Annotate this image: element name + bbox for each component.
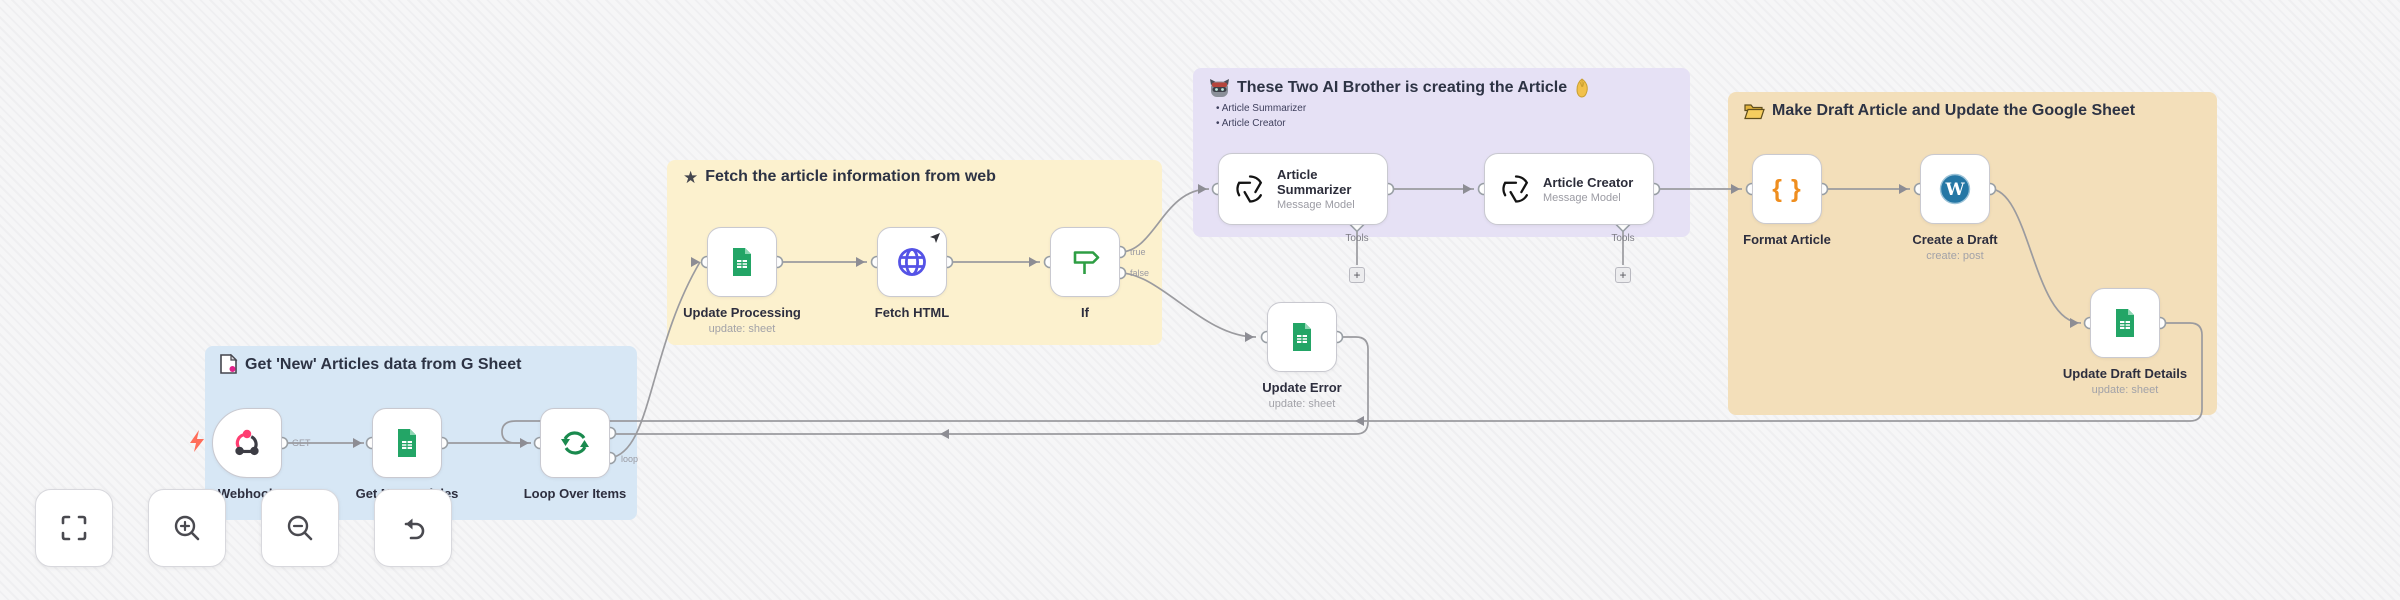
if-false-label: false bbox=[1130, 268, 1150, 278]
caption-format-article: Format Article bbox=[1743, 232, 1831, 247]
group-title-text: Make Draft Article and Update the Google… bbox=[1772, 102, 2136, 119]
openai-icon bbox=[1236, 175, 1263, 203]
node-article-summarizer[interactable]: Article Summarizer Message Model bbox=[1218, 153, 1388, 225]
group-title-ai-brothers: These Two AI Brother is creating the Art… bbox=[1209, 78, 1590, 98]
node-label: Article Creator bbox=[1543, 174, 1634, 190]
zoom-out-icon bbox=[287, 515, 313, 541]
google-sheets-icon bbox=[398, 429, 416, 457]
group-title-get-articles: Get 'New' Articles data from G Sheet bbox=[219, 354, 521, 375]
bullet-item: Article Summarizer bbox=[1216, 101, 1306, 116]
creator-tools-label: Tools bbox=[1611, 233, 1635, 244]
google-sheets-icon bbox=[733, 248, 751, 276]
bullet-item: Article Creator bbox=[1216, 116, 1306, 131]
add-tool-button[interactable]: + bbox=[1615, 267, 1631, 283]
group-title-make-draft: Make Draft Article and Update the Google… bbox=[1744, 102, 2135, 120]
group-bullet-list: Article Summarizer Article Creator bbox=[1216, 101, 1306, 131]
execute-trigger-icon bbox=[190, 430, 204, 452]
google-sheets-icon bbox=[1293, 323, 1311, 351]
fit-view-icon bbox=[61, 515, 87, 541]
node-create-a-draft[interactable]: W bbox=[1920, 154, 1990, 224]
if-true-label: true bbox=[1130, 247, 1146, 257]
group-title-text: These Two AI Brother is creating the Art… bbox=[1237, 79, 1568, 96]
wordpress-icon: W bbox=[1939, 173, 1971, 205]
group-title-text: Fetch the article information from web bbox=[705, 168, 996, 185]
node-update-error[interactable] bbox=[1267, 302, 1337, 372]
undo-icon bbox=[404, 518, 425, 540]
node-article-creator[interactable]: Article Creator Message Model bbox=[1484, 153, 1654, 225]
fit-view-button[interactable] bbox=[35, 489, 113, 567]
node-if[interactable] bbox=[1050, 227, 1120, 297]
node-webhook[interactable] bbox=[212, 408, 282, 478]
webhook-icon bbox=[235, 429, 259, 456]
undo-button[interactable] bbox=[374, 489, 452, 567]
node-loop-over-items[interactable] bbox=[540, 408, 610, 478]
caption-update-draft-details: Update Draft Details update: sheet bbox=[2062, 366, 2188, 396]
group-title-text: Get 'New' Articles data from G Sheet bbox=[245, 355, 522, 373]
star-icon: ★ bbox=[683, 167, 699, 187]
open-folder-icon bbox=[1744, 104, 1765, 120]
webhook-method-label: GET bbox=[292, 438, 311, 448]
document-icon bbox=[220, 354, 238, 374]
node-update-processing[interactable] bbox=[707, 227, 777, 297]
node-get-new-articles[interactable] bbox=[372, 408, 442, 478]
google-sheets-icon bbox=[2116, 309, 2134, 337]
caption-update-processing: Update Processing update: sheet bbox=[683, 305, 801, 335]
svg-text:W: W bbox=[1944, 180, 1965, 200]
loop-icon bbox=[561, 431, 589, 455]
node-update-draft-details[interactable] bbox=[2090, 288, 2160, 358]
globe-icon bbox=[898, 248, 926, 276]
pinned-data-icon bbox=[930, 233, 940, 243]
openai-icon bbox=[1502, 175, 1529, 203]
caption-fetch-html: Fetch HTML bbox=[874, 305, 950, 320]
add-tool-button[interactable]: + bbox=[1349, 267, 1365, 283]
node-sublabel: Message Model bbox=[1277, 199, 1355, 211]
raccoon-face-icon bbox=[1210, 79, 1229, 97]
caption-update-error: Update Error update: sheet bbox=[1262, 380, 1342, 410]
node-format-article[interactable]: { } bbox=[1752, 154, 1822, 224]
loop-output-label: loop bbox=[621, 454, 639, 464]
pinched-fingers-icon bbox=[1576, 78, 1588, 98]
summarizer-tools-label: Tools bbox=[1345, 233, 1369, 244]
zoom-in-button[interactable] bbox=[148, 489, 226, 567]
zoom-in-icon bbox=[174, 515, 200, 541]
caption-create-a-draft: Create a Draft create: post bbox=[1912, 232, 1998, 262]
node-fetch-html[interactable] bbox=[877, 227, 947, 297]
caption-loop-over-items: Loop Over Items bbox=[523, 486, 627, 501]
braces-icon: { } bbox=[1772, 174, 1802, 203]
caption-if: If bbox=[1081, 305, 1089, 320]
group-title-fetch-info: ★ Fetch the article information from web bbox=[683, 168, 996, 186]
signpost-icon bbox=[1073, 251, 1100, 274]
zoom-out-button[interactable] bbox=[261, 489, 339, 567]
node-label: Article Summarizer bbox=[1277, 167, 1352, 197]
node-sublabel: Message Model bbox=[1543, 191, 1621, 204]
